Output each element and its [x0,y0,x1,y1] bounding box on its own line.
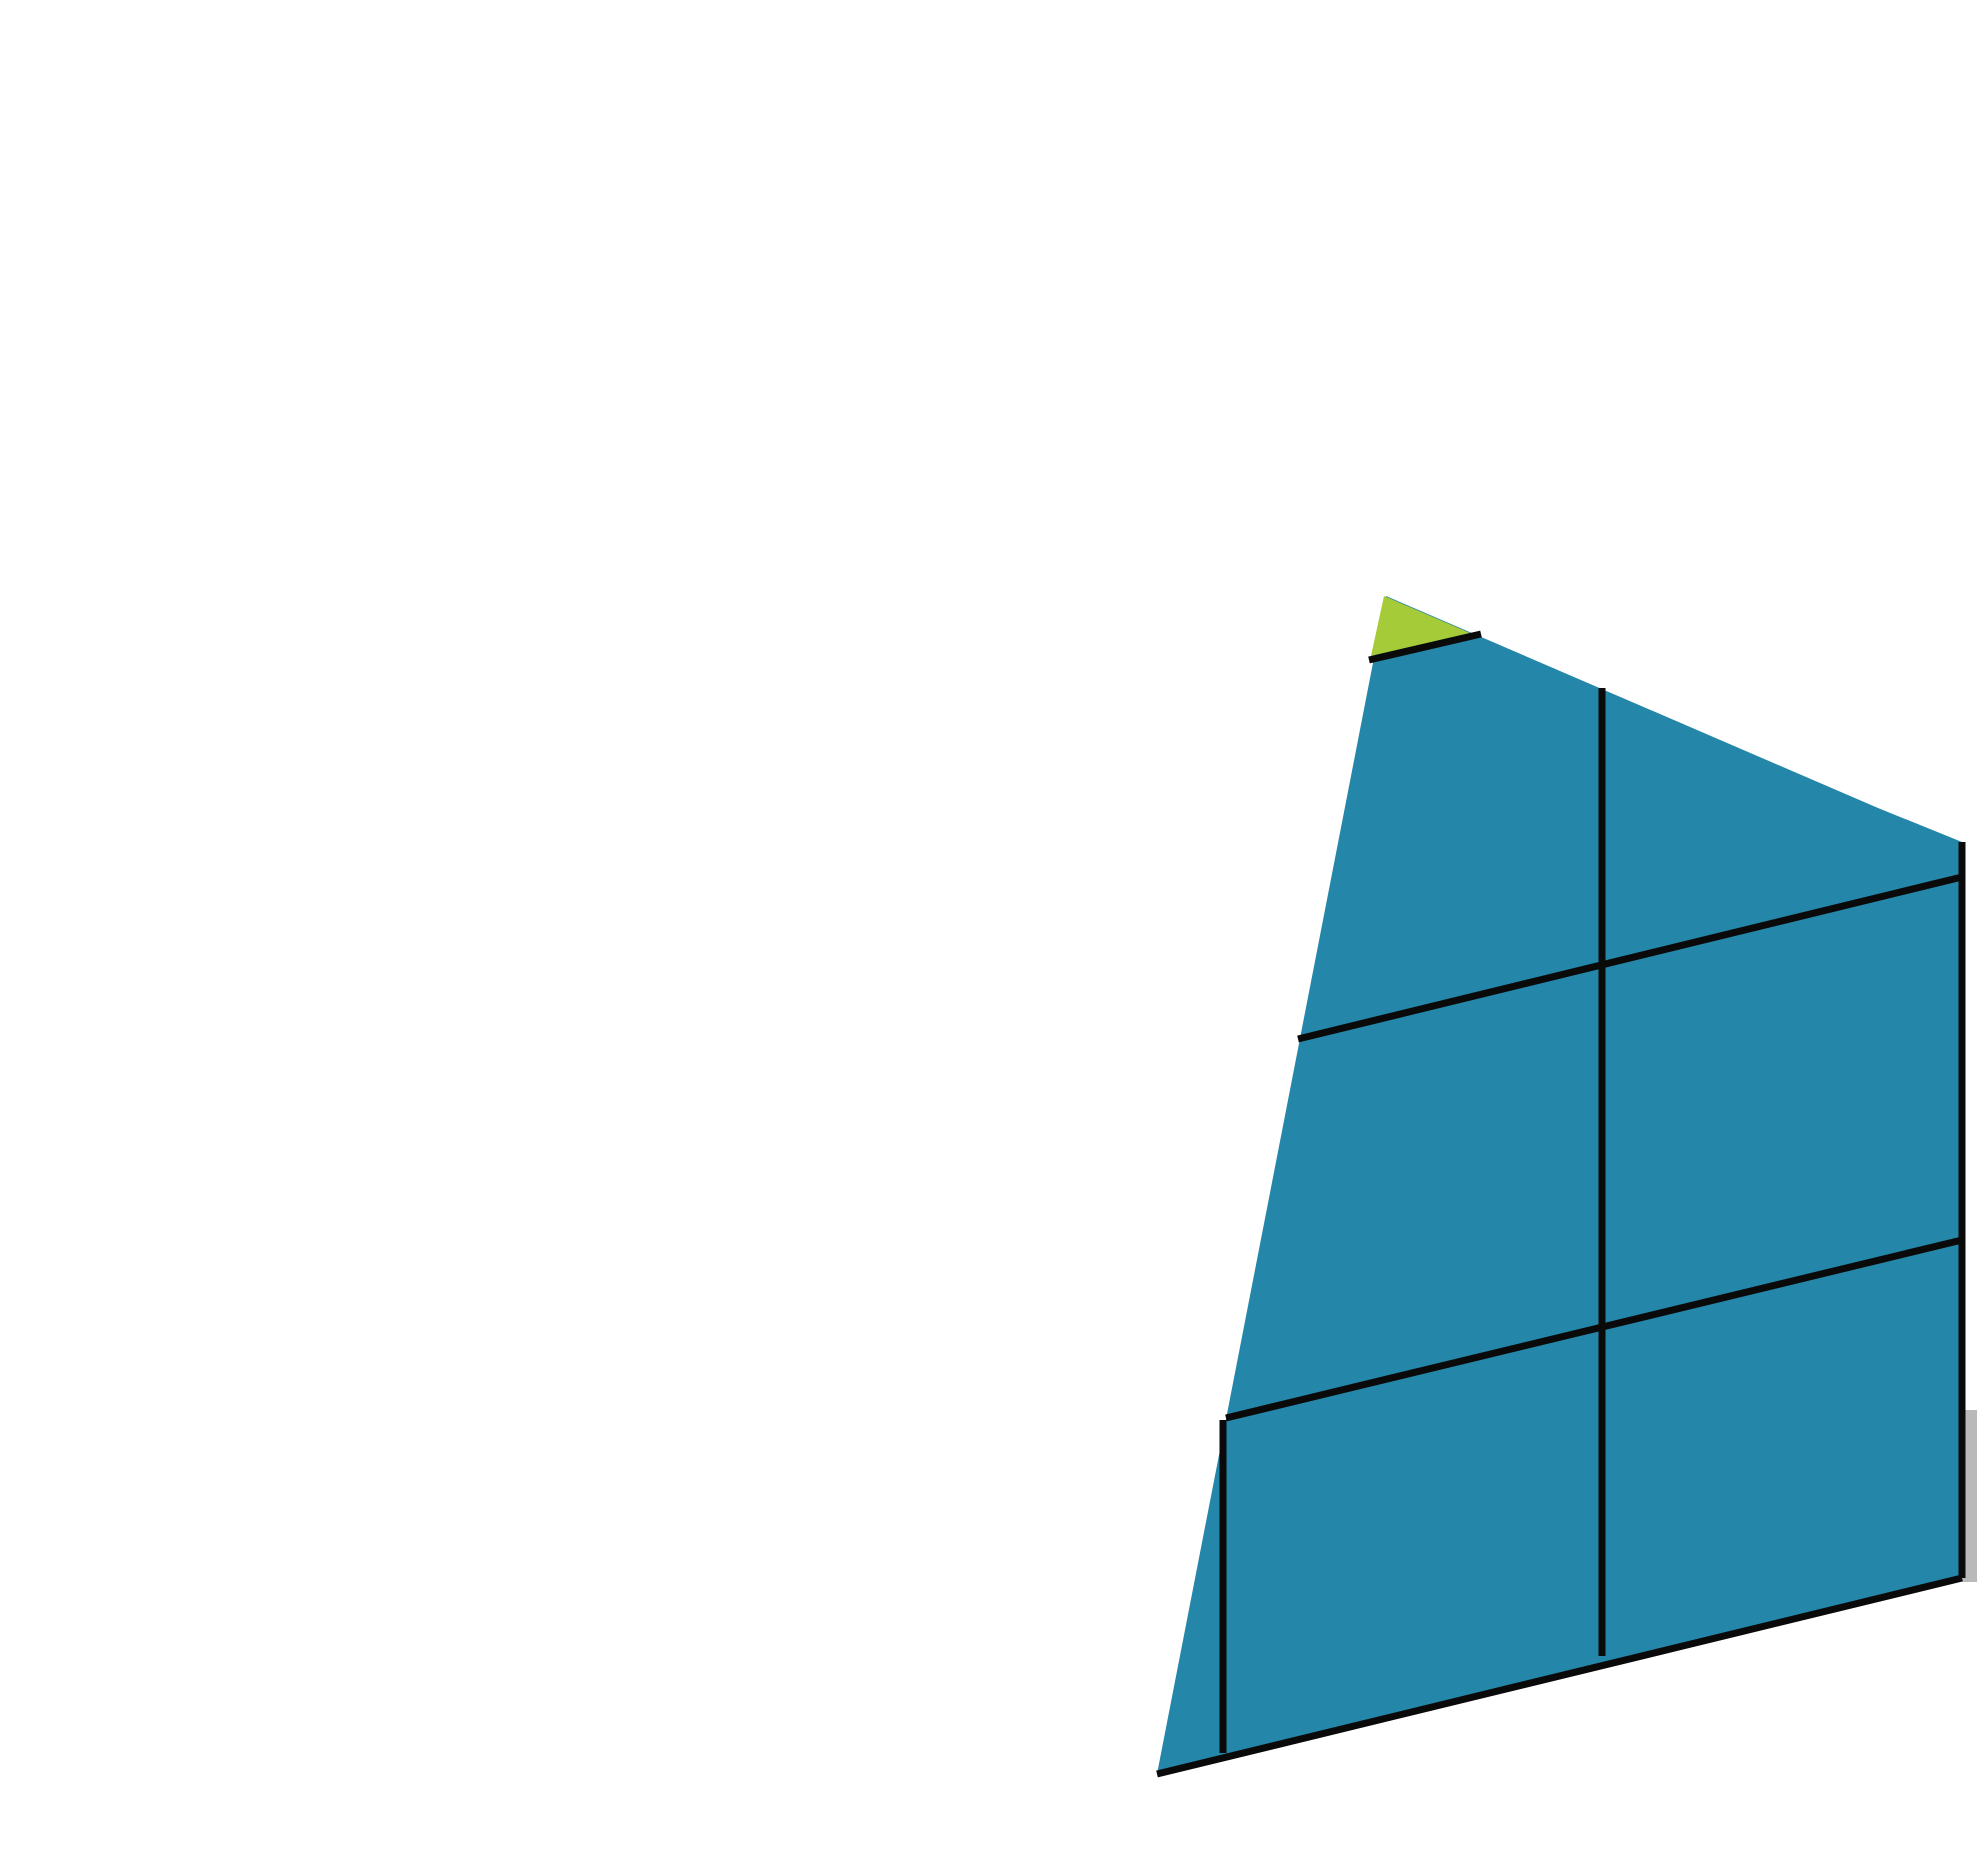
window-panel [1157,596,1962,1774]
grid-line-middle [1225,1236,1963,1422]
window-grid [1156,630,1966,1778]
accent-triangle [1371,596,1470,656]
grid-line-top [1368,630,1482,664]
grid-line-upper [1297,873,1963,1043]
grid-line-bottom [1156,1574,1963,1778]
right-edge-shadow [1962,1410,1977,1582]
